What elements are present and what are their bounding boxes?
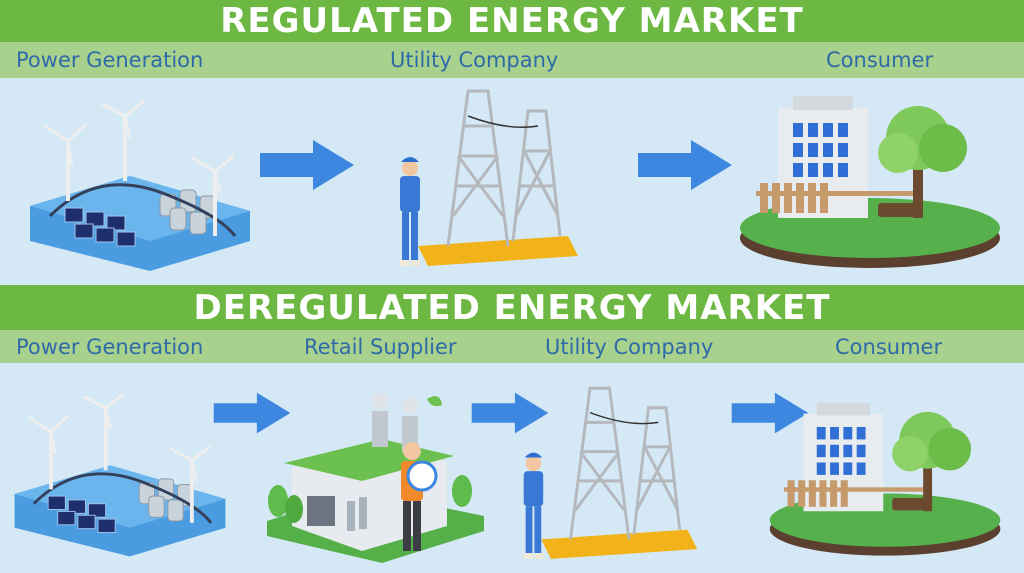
power-generation-illustration [14,392,226,557]
deregulated-flow-panel [0,363,1024,573]
flow-arrow-icon [213,392,291,434]
utility-company-illustration [400,89,578,266]
stage-label-utility-company: Utility Company [545,334,714,359]
stage-label-retail-supplier: Retail Supplier [304,334,457,359]
utility-company-illustration [523,386,698,559]
deregulated-market-title: DEREGULATED ENERGY MARKET [0,285,1024,330]
stage-label-power-generation: Power Generation [16,334,204,359]
flow-arrow-icon [731,392,809,434]
flow-arrow-icon [471,392,549,434]
stage-label-consumer: Consumer [826,48,934,72]
regulated-flow-panel [0,78,1024,285]
consumer-illustration [769,403,1001,556]
flow-arrow-icon [260,140,354,190]
stage-label-power-generation: Power Generation [16,48,204,72]
stage-label-consumer: Consumer [835,334,943,359]
deregulated-stage-labels: Power Generation Retail Supplier Utility… [0,330,1024,363]
regulated-stage-labels: Power Generation Utility Company Consume… [0,42,1024,78]
stage-label-utility-company: Utility Company [390,48,559,72]
regulated-market-title: REGULATED ENERGY MARKET [0,0,1024,42]
consumer-illustration [740,96,1000,268]
power-generation-illustration [30,99,250,271]
flow-arrow-icon [638,140,732,190]
retail-supplier-illustration [267,393,484,563]
